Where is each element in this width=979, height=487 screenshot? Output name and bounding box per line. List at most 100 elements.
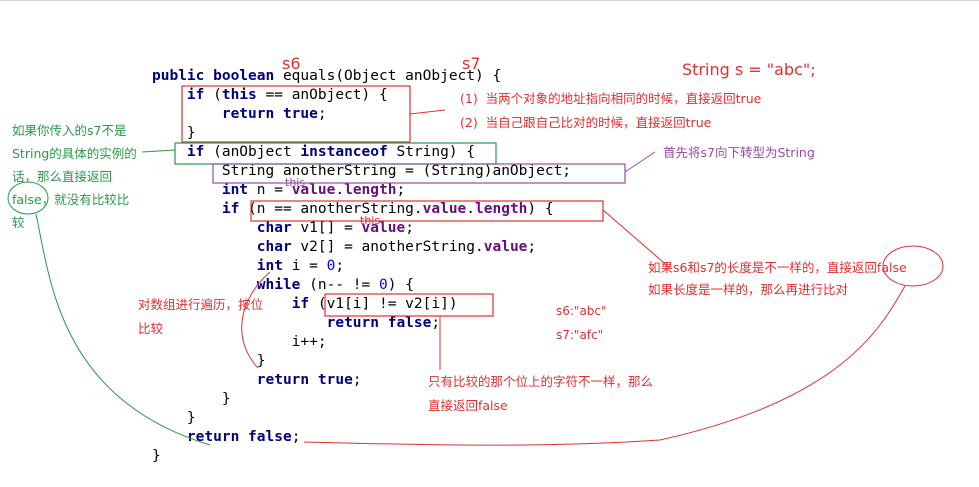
code-token: if [186, 87, 205, 103]
code-token: int [221, 182, 249, 198]
this-label-2: this [360, 214, 381, 227]
length-false-return-line [303, 285, 906, 446]
length-note-line [602, 209, 671, 269]
code-line: } [152, 390, 571, 409]
code-line: i++; [152, 333, 571, 352]
code-line: } [152, 352, 571, 371]
code-token: ) { [387, 277, 414, 293]
code-token: char [256, 220, 292, 236]
note-cast: 首先将s7向下转型为String [663, 145, 815, 160]
code-token: return false [186, 429, 292, 445]
code-token: } [152, 410, 196, 426]
code-line: } [152, 447, 571, 466]
this-label-1: this [285, 176, 306, 189]
code-line: if (this == anObject) { [152, 86, 571, 105]
code-token: ; [317, 106, 327, 122]
code-line: while (n-- != 0) { [152, 276, 571, 295]
code-token: . [466, 201, 476, 217]
code-token: if [291, 296, 310, 312]
cast-note-line [624, 151, 656, 173]
code-token: return true [256, 372, 353, 388]
code-line: return true; [152, 371, 571, 390]
code-line: } [152, 409, 571, 428]
code-token: (n == anotherString. [239, 201, 423, 217]
s7-value: s7:"afc" [556, 328, 604, 342]
code-line: if (n == anotherString.value.length) { [152, 200, 571, 219]
false-return-line [35, 213, 211, 446]
code-token: 0 [326, 258, 336, 274]
code-token: ; [352, 372, 362, 388]
code-token: v2[] = anotherString. [291, 239, 484, 255]
s7-label: s7 [462, 54, 481, 73]
note-length: 如果s6和s7的长度是不一样的，直接返回false 如果长度是一样的，那么再进行… [648, 260, 907, 297]
string-declaration: String s = "abc"; [682, 60, 816, 79]
code-token: 0 [379, 277, 388, 293]
code-token: value [291, 182, 336, 198]
code-token: if [221, 201, 240, 217]
this-note-line [409, 109, 446, 115]
this-check-box [181, 85, 411, 143]
code-line: String anotherString = (String)anObject; [152, 162, 571, 181]
code-token: value [483, 239, 528, 255]
code-token: . [335, 182, 345, 198]
code-token: instanceof [300, 144, 388, 160]
code-token: i++; [152, 334, 327, 350]
code-token: public boolean [152, 68, 275, 84]
code-token: } [152, 391, 231, 407]
code-token: ; [431, 315, 441, 331]
code-line: return false; [152, 428, 571, 447]
note-traverse: 对数组进行遍历，按位 比较 [138, 297, 264, 336]
code-block: public boolean equals(Object anObject) {… [152, 67, 571, 466]
traverse-bracket [241, 271, 271, 369]
code-token: return false [326, 315, 432, 331]
code-token: while [256, 277, 301, 293]
code-token: } [152, 125, 196, 141]
code-token: ; [291, 429, 301, 445]
instanceof-box [174, 142, 497, 165]
code-token: (anObject [204, 144, 301, 160]
code-token: value [361, 220, 406, 236]
code-line: char v2[] = anotherString.value; [152, 238, 571, 257]
s6-label: s6 [282, 54, 301, 73]
code-line: if (v1[i] != v2[i]) [152, 295, 571, 314]
code-line: int i = 0; [152, 257, 571, 276]
note-not-instance: 如果你传入的s7不是 String的具体的实例的 话，那么直接返回 false，… [12, 123, 137, 230]
code-token: equals(Object anObject) { [274, 68, 502, 84]
code-line: return false; [152, 314, 571, 333]
code-token: String) { [387, 144, 476, 160]
note-self-compare: (2) 当自己跟自己比对的时候，直接返回true [460, 115, 712, 130]
code-token: ( [204, 87, 222, 103]
code-token: ; [405, 220, 414, 236]
code-token: length [475, 201, 528, 217]
code-token: if [186, 144, 205, 160]
code-token: this [221, 87, 257, 103]
code-line: if (anObject instanceof String) { [152, 143, 571, 162]
code-token: v1[] = [291, 220, 362, 236]
s6-value: s6:"abc" [556, 304, 607, 318]
code-line: int n = value.length; [152, 181, 571, 200]
code-line: return true; [152, 105, 571, 124]
code-token: i = [282, 258, 327, 274]
code-token: ; [527, 239, 537, 255]
code-token: == anObject) { [256, 87, 388, 103]
code-line: } [152, 124, 571, 143]
code-token: String anotherString = (String)anObject; [152, 163, 572, 179]
code-token: } [152, 353, 266, 369]
code-token: length [344, 182, 397, 198]
note-char-mismatch: 只有比较的那个位上的字符不一样，那么 直接返回false [428, 374, 654, 413]
code-line: public boolean equals(Object anObject) { [152, 67, 571, 86]
code-token: n = [248, 182, 292, 198]
instanceof-note-line [141, 149, 176, 153]
false-circle [7, 181, 49, 215]
code-token: (v1[i] != v2[i]) [309, 296, 458, 312]
code-token: ) { [527, 201, 554, 217]
top-divider [0, 0, 979, 1]
code-token: int [256, 258, 283, 274]
code-token: ; [335, 258, 345, 274]
code-token: return true [221, 106, 318, 122]
code-token: value [422, 201, 467, 217]
code-token: char [256, 239, 292, 255]
cast-box [212, 163, 626, 184]
code-token: ; [396, 182, 406, 198]
